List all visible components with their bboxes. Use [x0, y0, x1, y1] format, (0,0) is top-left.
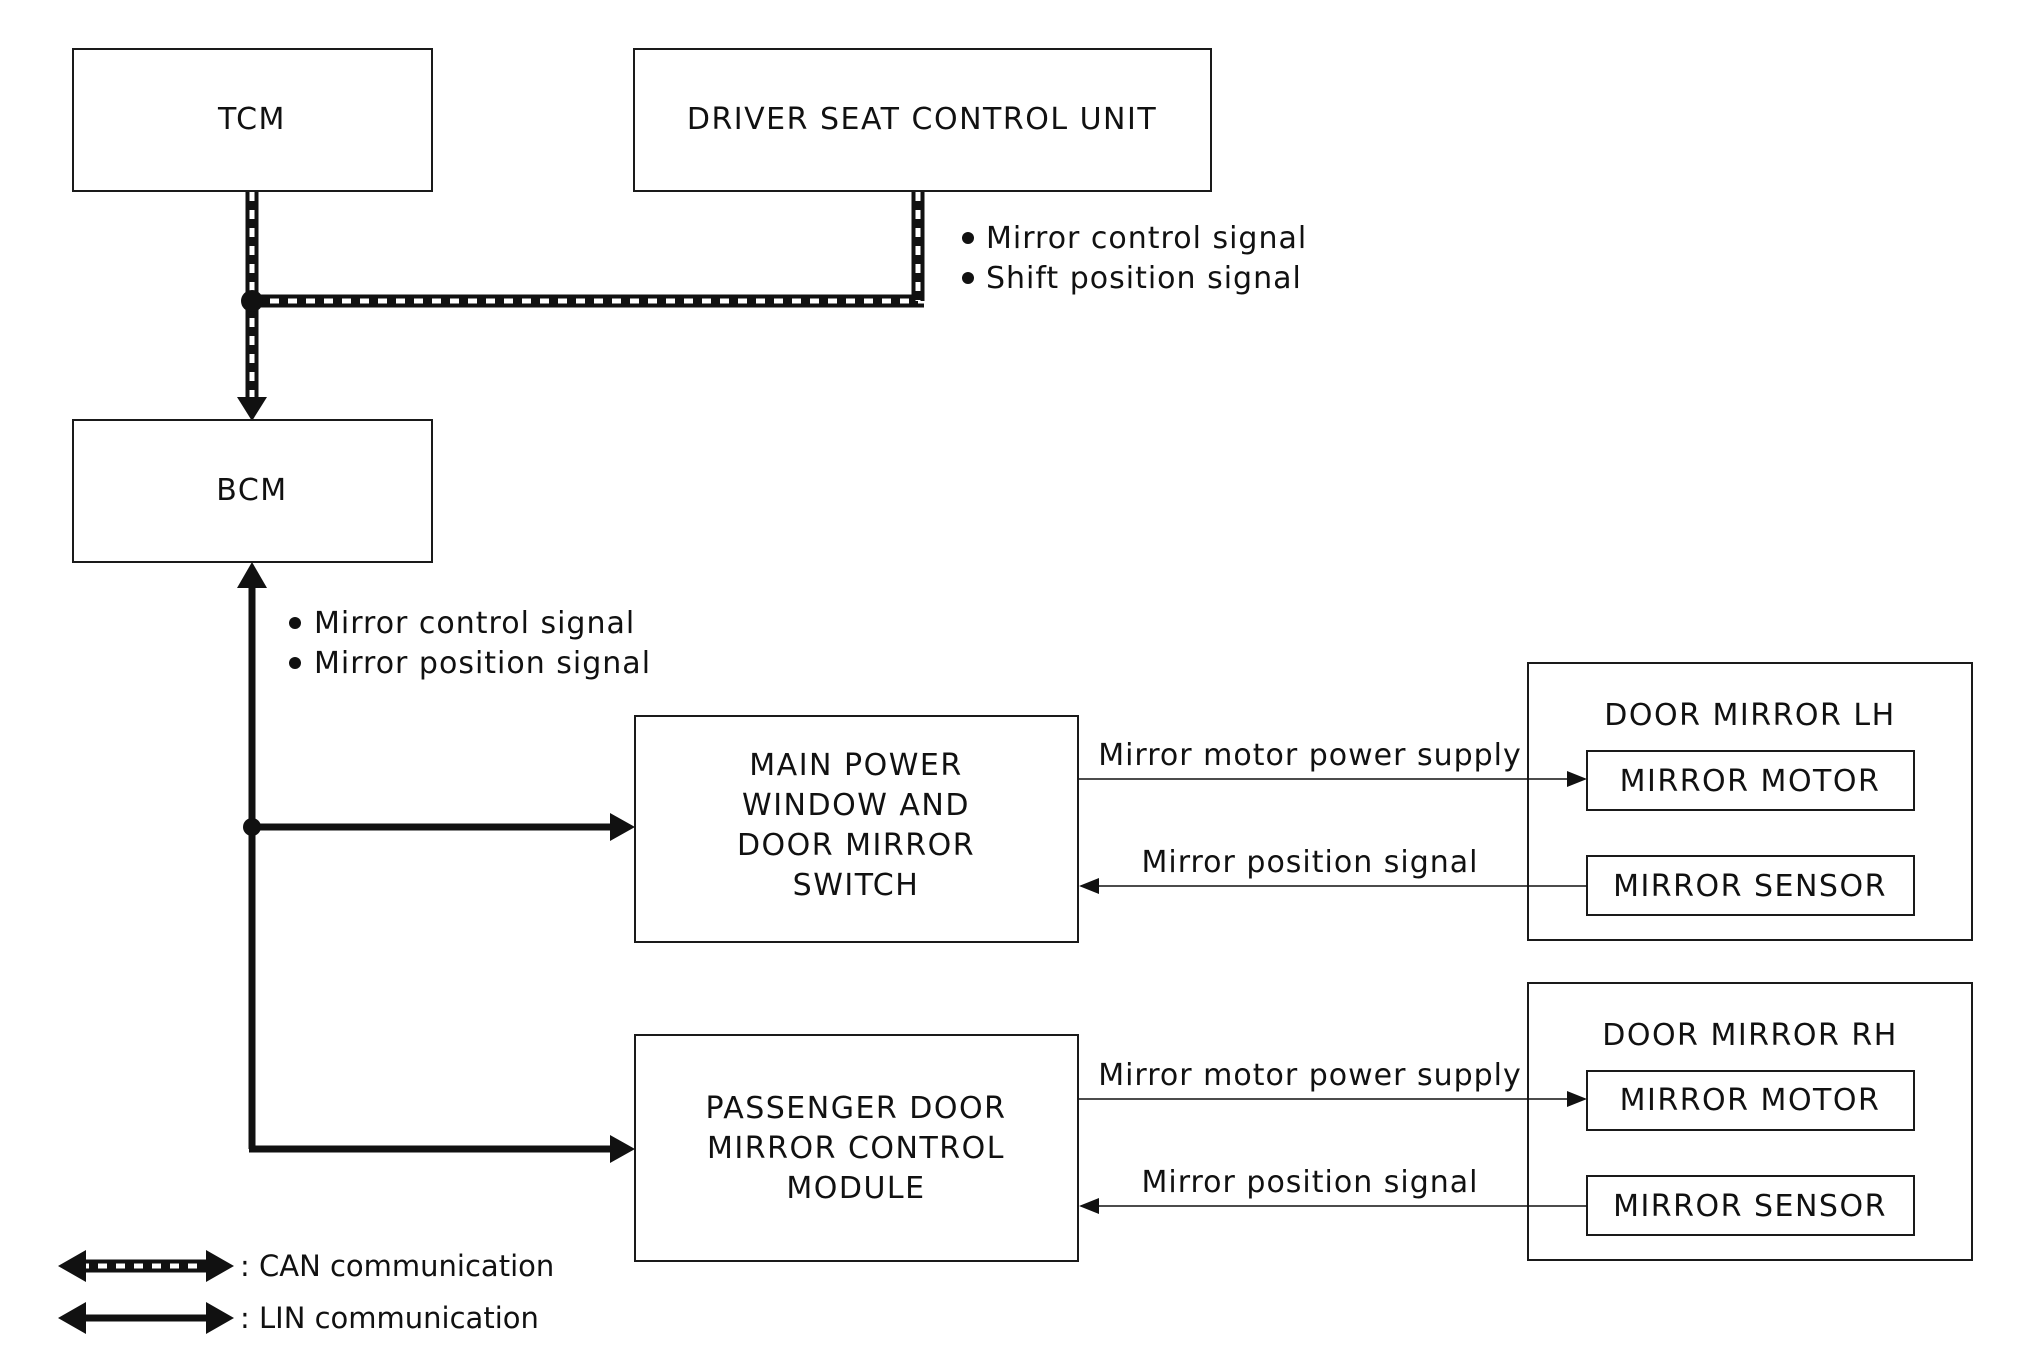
- tcm-label: TCM: [217, 102, 286, 137]
- main-switch-label-line-2: WINDOW AND: [742, 788, 970, 823]
- driver-seat-control-unit: DRIVER SEAT CONTROL UNIT: [633, 48, 1212, 192]
- lh-mirror-sensor-label: MIRROR SENSOR: [1613, 869, 1887, 904]
- lin-legend-label: : LIN communication: [240, 1301, 539, 1335]
- bcm-label: BCM: [216, 473, 287, 508]
- lin-signal-item: Mirror position signal: [314, 646, 651, 681]
- can-junction-dot: [241, 290, 263, 312]
- door-mirror-lh: DOOR MIRROR LH MIRROR MOTOR MIRROR SENSO…: [1527, 662, 1973, 941]
- main-switch-label-line-4: SWITCH: [793, 868, 920, 903]
- driver-seat-label: DRIVER SEAT CONTROL UNIT: [687, 102, 1157, 137]
- rh-motor-supply-label: Mirror motor power supply: [1098, 1058, 1522, 1093]
- passenger-module-label-line-1: PASSENGER DOOR: [706, 1091, 1007, 1126]
- rh-mirror-sensor-label: MIRROR SENSOR: [1613, 1189, 1887, 1224]
- rh-mirror-motor-box: [1586, 1070, 1915, 1131]
- door-mirror-lh-title: DOOR MIRROR LH: [1604, 698, 1895, 733]
- can-signal-item: Shift position signal: [986, 261, 1302, 296]
- main-switch-label-line-3: DOOR MIRROR: [737, 828, 975, 863]
- bullet-icon: [962, 232, 974, 244]
- rh-mirror-motor-label: MIRROR MOTOR: [1620, 1083, 1881, 1118]
- passenger-module-label-line-2: MIRROR CONTROL: [707, 1131, 1005, 1166]
- rh-mirror-sensor-box: [1586, 1175, 1915, 1236]
- can-arrowhead-to-bcm: [237, 397, 267, 421]
- door-mirror-rh-title: DOOR MIRROR RH: [1602, 1018, 1898, 1053]
- legend: : CAN communication : LIN communication: [58, 1249, 554, 1335]
- lin-bus: [237, 562, 635, 1163]
- lh-motor-supply-label: Mirror motor power supply: [1098, 738, 1522, 773]
- passenger-door-mirror-control-module: PASSENGER DOOR MIRROR CONTROL MODULE: [634, 1034, 1079, 1262]
- tcm-module: TCM: [72, 48, 433, 192]
- bullet-icon: [289, 657, 301, 669]
- passenger-module-label-line-3: MODULE: [786, 1171, 925, 1206]
- can-legend-arrow-icon: [58, 1250, 234, 1282]
- can-signal-item: Mirror control signal: [986, 221, 1307, 256]
- can-signal-list: Mirror control signal Shift position sig…: [962, 221, 1307, 296]
- lin-signal-list: Mirror control signal Mirror position si…: [289, 606, 651, 681]
- lh-position-label: Mirror position signal: [1141, 845, 1478, 880]
- lin-arrowhead-to-passenger-module: [610, 1135, 635, 1163]
- main-switch-label-line-1: MAIN POWER: [749, 748, 962, 783]
- lh-mirror-sensor-box: [1586, 855, 1915, 916]
- door-mirror-rh: DOOR MIRROR RH MIRROR MOTOR MIRROR SENSO…: [1527, 982, 1973, 1261]
- main-power-window-switch: MAIN POWER WINDOW AND DOOR MIRROR SWITCH: [634, 715, 1079, 943]
- can-legend-label: : CAN communication: [240, 1249, 554, 1283]
- bullet-icon: [289, 617, 301, 629]
- bullet-icon: [962, 272, 974, 284]
- lin-junction-dot: [243, 818, 261, 836]
- lin-signal-item: Mirror control signal: [314, 606, 635, 641]
- rh-position-label: Mirror position signal: [1141, 1165, 1478, 1200]
- signal-wires: [1079, 771, 1587, 1214]
- bcm-module: BCM: [72, 419, 433, 563]
- lin-arrowhead-to-bcm: [237, 562, 267, 588]
- lh-mirror-motor-label: MIRROR MOTOR: [1620, 764, 1881, 799]
- lh-mirror-motor-box: [1586, 750, 1915, 811]
- lin-legend-arrow-icon: [58, 1302, 234, 1334]
- can-bus: [237, 192, 925, 421]
- lin-arrowhead-to-main-switch: [610, 813, 635, 841]
